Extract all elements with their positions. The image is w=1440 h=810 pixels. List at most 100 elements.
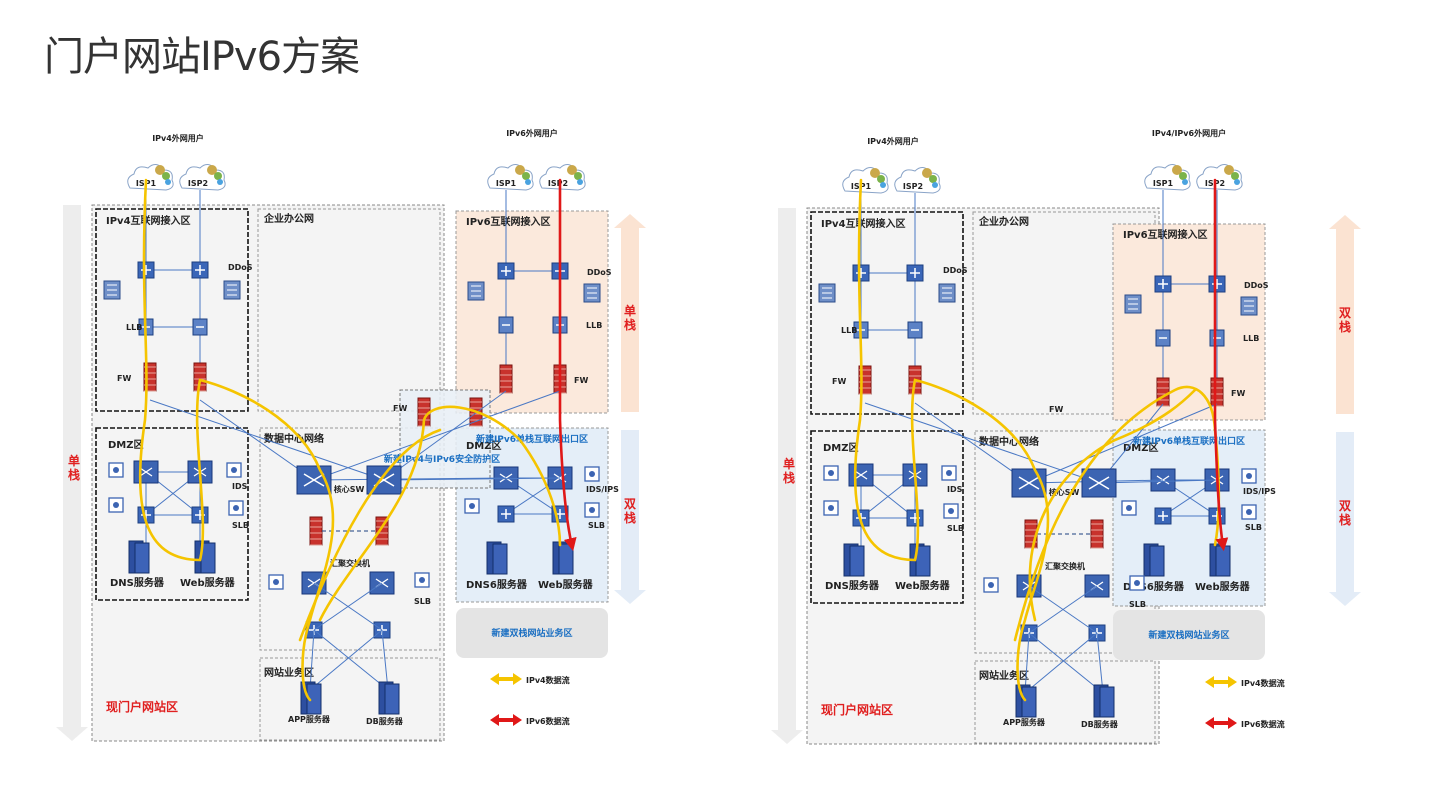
slb-icon [1241,504,1257,520]
fw-label: FW [117,374,131,383]
firewall-icon [1156,377,1170,407]
server-icon [552,541,574,575]
llb-label: LLB [126,323,142,332]
link-line [381,629,389,691]
link-line [1024,632,1030,694]
dmz-label: DMZ区 [823,442,859,454]
firewall-icon [375,516,389,546]
ddos-label: DDoS [943,266,968,275]
dmz-device-icon [1121,500,1137,516]
core-switch-label: 核心SW [334,484,365,494]
ids-label: IDS/IPS [1243,487,1276,496]
left-side-arrow [771,208,803,744]
link-line [1028,403,1218,484]
ddos-device-icon [583,283,601,303]
ipv6-legend-label: IPv6数据流 [526,716,570,726]
ddos-device-icon [938,283,956,303]
server-icon [1143,543,1165,577]
user-icon [574,172,582,180]
user-icon [1172,165,1182,175]
server-icon [128,540,150,574]
link-line [914,402,1030,484]
server-icon [194,540,216,574]
ipv4-flow-path [1028,388,1197,622]
isp3-cloud: ISP1 [1144,164,1191,191]
isp3-cloud: ISP1 [487,164,534,191]
ddos-device-icon [818,283,836,303]
user-icon [155,165,165,175]
app-server-label: APP服务器 [1003,717,1046,727]
business-zone-label: 网站业务区 [264,666,314,679]
llb-icon [1209,329,1225,347]
slb-label: SLB [947,524,964,533]
dns-server-label: DNS服务器 [110,576,165,589]
website-business-zone [974,660,1156,744]
ids-label: IDS [947,485,963,494]
server-icon [843,543,865,577]
ddos-device-icon [1124,294,1142,314]
office-zone [257,208,441,412]
router-icon [906,264,924,282]
ddos-device-icon [103,280,121,300]
new-dual-stack-zone [456,608,608,658]
ipv4-legend-label: IPv4数据流 [1241,678,1285,688]
slb-label: SLB [232,521,249,530]
ids-icon [584,466,600,482]
side-label-left: 单栈 [783,456,795,485]
ddos-device-icon [467,281,485,301]
dmz-label: DMZ区 [108,439,144,451]
website-business-zone [259,657,441,741]
ipv6-access-label: IPv6互联网接入区 [466,215,551,228]
ipv4-flow-path [318,405,562,622]
router-icon [497,262,515,280]
user-icon [214,172,222,180]
llb-icon [192,318,208,336]
dmz-device-icon [823,465,839,481]
user-icon [207,165,217,175]
user-icon [162,172,170,180]
new-dual-stack-zone [1113,610,1265,660]
office-label: 企业办公网 [263,212,314,225]
ipv4-legend-label: IPv4数据流 [526,675,570,685]
datacenter-label: 数据中心网络 [979,435,1039,448]
link-line [383,390,507,481]
link-line [149,399,385,481]
switch-icon [848,463,874,487]
firewall-icon [499,364,513,394]
slb-label: SLB [1245,523,1262,532]
ipv4-legend-arrow [490,673,522,685]
switch-icon [133,460,159,484]
switch-device-icon [268,574,284,590]
web6-server-label: Web服务器 [538,578,594,591]
user-icon [217,179,223,185]
ipv4-users-label: IPv4外网用户 [152,133,204,143]
ipv6-flow-path [1213,178,1229,552]
llb-icon [907,321,923,339]
firewall-icon [193,362,207,392]
ipv4-flow-path [298,428,442,642]
link-line [313,629,389,691]
slb-label: SLB [588,521,605,530]
datacenter-label: 数据中心网络 [264,432,324,445]
slb-icon [1129,575,1145,591]
isp-label: ISP2 [903,182,923,191]
dns-server-label: DNS服务器 [825,579,880,592]
llb-label: LLB [1243,334,1259,343]
link-line [383,477,561,481]
user-icon [870,168,880,178]
right-top-arrow [614,214,646,412]
isp2-cloud: ISP2 [179,164,226,191]
side-label-top: 双栈 [1339,306,1351,334]
ipv6-access-label: IPv6互联网接入区 [1123,228,1208,241]
current-zone-label: 现门户网站区 [821,702,893,717]
ddos-label: DDoS [587,268,612,277]
fw-label: FW [393,404,407,413]
isp-label: ISP2 [548,179,568,188]
router-icon [191,506,209,524]
ipv6-flow-path [558,178,577,552]
firewall-icon [309,516,323,546]
left-side-arrow [56,205,88,741]
ddos-device-icon [1240,296,1258,316]
server-icon [486,541,508,575]
